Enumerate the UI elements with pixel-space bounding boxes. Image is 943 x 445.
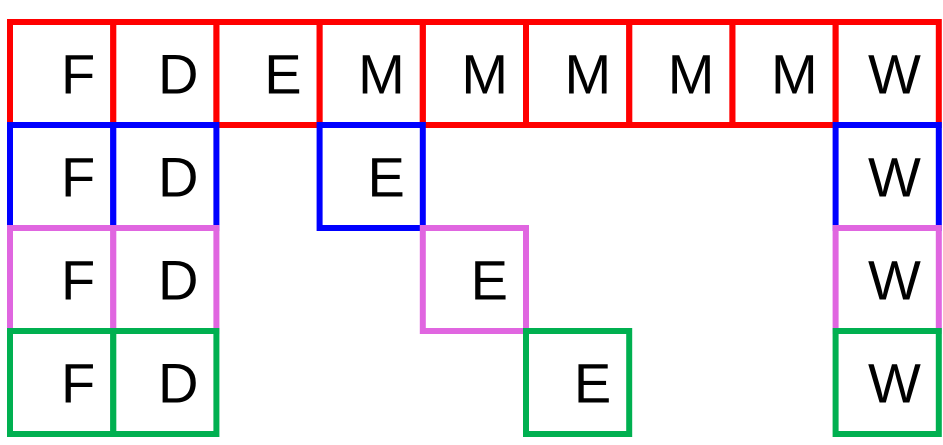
stage-box: [110, 328, 220, 437]
stage-label: E: [574, 352, 611, 415]
stage-label: W: [868, 43, 921, 106]
stage-label: D: [158, 146, 198, 209]
stage-label: F: [61, 146, 95, 209]
stage-label: M: [461, 43, 508, 106]
stage-label: F: [61, 43, 95, 106]
stage-label: F: [61, 352, 95, 415]
stage-label: D: [158, 249, 198, 312]
stage-label: M: [668, 43, 715, 106]
stage-box: [316, 122, 426, 231]
stage-label: W: [868, 249, 921, 312]
stage-label: W: [868, 352, 921, 415]
stage-label: E: [471, 249, 508, 312]
stage-box: [523, 328, 633, 437]
stage-label: D: [158, 43, 198, 106]
stage-label: F: [61, 249, 95, 312]
stage-label: E: [264, 43, 301, 106]
stage-label: W: [868, 146, 921, 209]
stage-label: D: [158, 352, 198, 415]
stage-label: E: [367, 146, 404, 209]
stage-box: [419, 225, 529, 334]
stage-label: M: [565, 43, 612, 106]
stage-label: M: [771, 43, 818, 106]
stage-box: [832, 328, 942, 437]
stage-label: M: [358, 43, 405, 106]
